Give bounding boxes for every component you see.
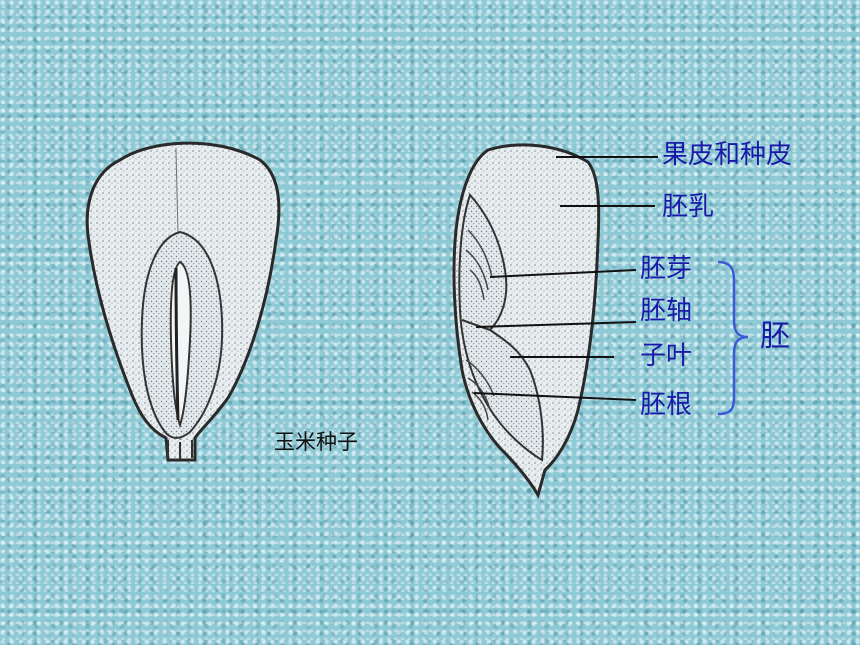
leader-line-plumule [489,269,637,278]
leader-lines [473,156,658,401]
label-cotyledon: 子叶 [640,341,693,371]
label-pericarp-seed-coat: 果皮和种皮 [662,140,793,170]
leader-line-radicle [473,392,637,401]
leader-line-hypocotyl [475,321,637,328]
label-hypocotyl: 胚轴 [640,296,693,326]
label-plumule: 胚芽 [640,254,693,284]
caption-corn-seed: 玉米种子 [274,430,358,454]
label-embryo: 胚 [760,319,790,354]
embryo-bracket [717,260,749,416]
corn-kernel-longitudinal-section [452,143,601,499]
corn-kernel-front-view [85,141,281,462]
label-endosperm: 胚乳 [662,192,715,222]
label-radicle: 胚根 [640,390,693,420]
